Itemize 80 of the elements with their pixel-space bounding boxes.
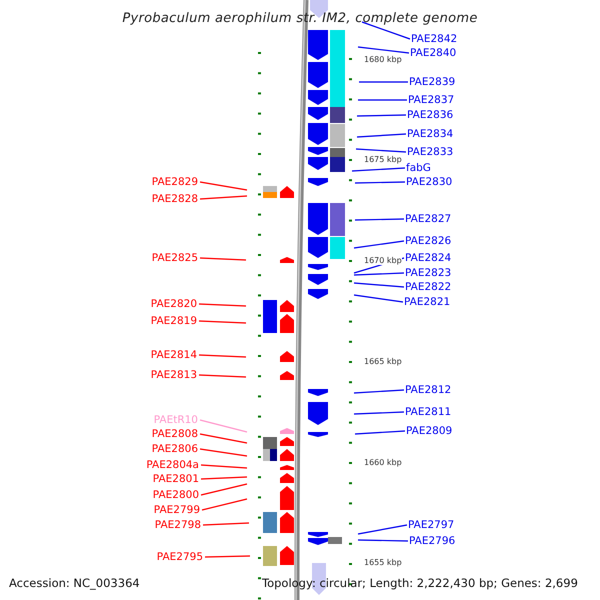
- gene-label: PAE2827: [405, 213, 452, 225]
- gene-label: PAE2829: [152, 176, 198, 188]
- gene-label: PAE2801: [152, 473, 199, 485]
- gene-label: PAE2820: [150, 298, 197, 310]
- gene-label: PAE2833: [407, 146, 454, 158]
- leader-line: [200, 181, 248, 191]
- gene-label: PAE2828: [152, 193, 198, 205]
- gene-label: PAE2811: [405, 406, 452, 418]
- leader-line: [200, 483, 248, 496]
- leader-line: [358, 46, 410, 54]
- gene-label: PAE2813: [150, 369, 197, 381]
- leader-line: [198, 354, 246, 358]
- gene-label: PAE2840: [410, 47, 456, 59]
- leader-line: [354, 411, 404, 415]
- leader-line: [359, 81, 408, 83]
- leader-line: [200, 433, 248, 444]
- leader-line: [354, 294, 404, 303]
- leader-line: [198, 374, 246, 378]
- scale-label: 1680 kbp: [364, 55, 402, 64]
- gene-label: PAE2804a: [146, 459, 199, 471]
- leader-line: [354, 272, 404, 276]
- gene-label: PAE2834: [407, 128, 454, 140]
- leader-line: [200, 419, 248, 433]
- gene-label: PAEtR10: [154, 414, 198, 426]
- gene-label: PAE2800: [152, 489, 199, 501]
- leader-line: [198, 320, 246, 324]
- gene-label: PAE2812: [405, 384, 452, 396]
- leader-line: [354, 218, 404, 221]
- leader-line: [200, 448, 248, 457]
- leader-line: [200, 476, 248, 480]
- gene-label: fabG: [406, 162, 431, 174]
- leader-line: [200, 257, 246, 261]
- gene-label: PAE2809: [406, 425, 452, 437]
- accession-note: Accession: NC_003364: [9, 576, 140, 590]
- scale-label: 1655 kbp: [364, 558, 402, 567]
- leader-line: [356, 133, 406, 138]
- scale-label: 1670 kbp: [364, 256, 402, 265]
- gene-label: PAE2836: [407, 109, 454, 121]
- gene-label: PAE2830: [406, 176, 452, 188]
- leader-line: [354, 430, 406, 435]
- leader-line: [358, 539, 408, 542]
- gene-label: PAE2842: [411, 33, 458, 45]
- leader-line: [354, 389, 404, 394]
- gene-label: PAE2821: [404, 296, 450, 308]
- genome-summary: Topology: circular; Length: 2,222,430 bp; Genes: 2,699: [262, 576, 578, 590]
- gene-label: PAE2795: [156, 551, 203, 563]
- gene-label: PAE2837: [408, 94, 454, 106]
- leader-line: [204, 555, 250, 558]
- leader-line: [358, 99, 407, 101]
- scale-label: 1675 kbp: [364, 155, 402, 164]
- gene-label: PAE2823: [405, 267, 452, 279]
- leader-line: [200, 464, 248, 469]
- scale-label: 1665 kbp: [364, 357, 402, 366]
- gene-label: PAE2814: [150, 349, 197, 361]
- gene-label: PAE2808: [152, 428, 198, 440]
- leader-line: [198, 303, 246, 307]
- scale-label: 1660 kbp: [364, 458, 402, 467]
- gene-label: PAE2826: [405, 235, 452, 247]
- leader-line: [354, 240, 404, 249]
- leader-line: [356, 114, 406, 117]
- title: Pyrobaculum aerophilum str. IM2, complete genome: [121, 11, 479, 27]
- gene-label: PAE2819: [150, 315, 197, 327]
- leader-line: [356, 148, 406, 153]
- gene-label: PAE2839: [409, 76, 456, 88]
- leader-line: [352, 167, 406, 172]
- gene-label: PAE2797: [408, 519, 454, 531]
- leader-line: [202, 498, 248, 511]
- gene-label: PAE2822: [405, 281, 452, 293]
- leader-line: [354, 181, 406, 184]
- leader-line: [200, 195, 248, 200]
- leader-line: [202, 522, 250, 526]
- leader-line: [362, 21, 410, 40]
- leader-line: [358, 524, 408, 535]
- gene-label: PAE2798: [154, 519, 201, 531]
- leader-line: [354, 282, 404, 288]
- gene-label: PAE2825: [152, 252, 198, 264]
- gene-label: PAE2799: [154, 504, 200, 516]
- gene-label: PAE2796: [409, 535, 456, 547]
- gene-label: PAE2806: [152, 443, 198, 455]
- gene-label: PAE2824: [405, 252, 452, 264]
